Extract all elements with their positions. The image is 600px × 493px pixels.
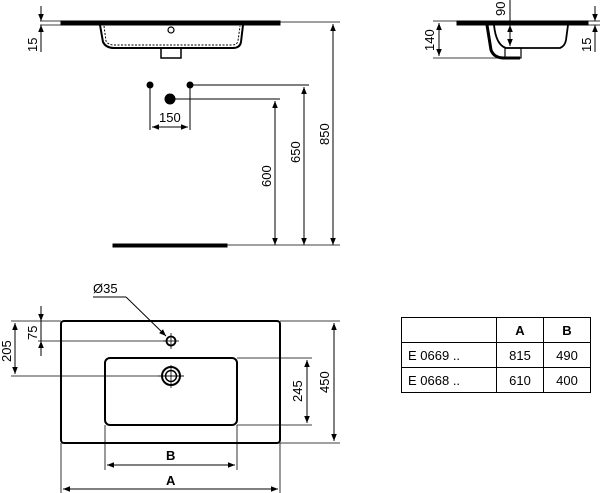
side-view [433, 0, 600, 60]
cell-a: 815 [496, 342, 544, 368]
dimensions-table: A B E 0669 .. 815 490 E 0668 .. 610 400 [401, 317, 591, 393]
cell-b: 400 [543, 367, 591, 393]
dim-height-850: 850 [317, 123, 332, 145]
table-header-row: A B [401, 317, 591, 343]
cell-model: E 0669 .. [401, 342, 497, 368]
dim-basin-depth-90: 90 [493, 2, 508, 16]
header-model [401, 317, 497, 343]
cell-a: 610 [496, 367, 544, 393]
dim-overall-depth-450: 450 [317, 371, 332, 393]
cell-b: 490 [543, 342, 591, 368]
dim-height-650: 650 [288, 141, 303, 163]
dim-waste-offset-205: 205 [0, 340, 14, 362]
dim-tap-offset-75: 75 [25, 326, 40, 340]
header-b: B [543, 317, 591, 343]
dim-basin-depth-245: 245 [290, 380, 305, 402]
table-row: E 0669 .. 815 490 [401, 342, 591, 368]
front-view [38, 6, 340, 248]
dim-tap-hole-diameter: Ø35 [93, 281, 118, 296]
dim-overall-height-140: 140 [422, 29, 437, 51]
dim-label-b: B [166, 448, 175, 463]
header-a: A [496, 317, 544, 343]
dim-tap-spacing-150: 150 [159, 110, 181, 125]
cell-model: E 0668 .. [401, 367, 497, 393]
table-row: E 0668 .. 610 400 [401, 367, 591, 393]
dim-height-600: 600 [259, 165, 274, 187]
dim-rim-15: 15 [25, 38, 40, 52]
dim-label-a: A [166, 473, 176, 488]
dim-side-rim-15: 15 [579, 38, 594, 52]
plan-view [11, 296, 340, 493]
